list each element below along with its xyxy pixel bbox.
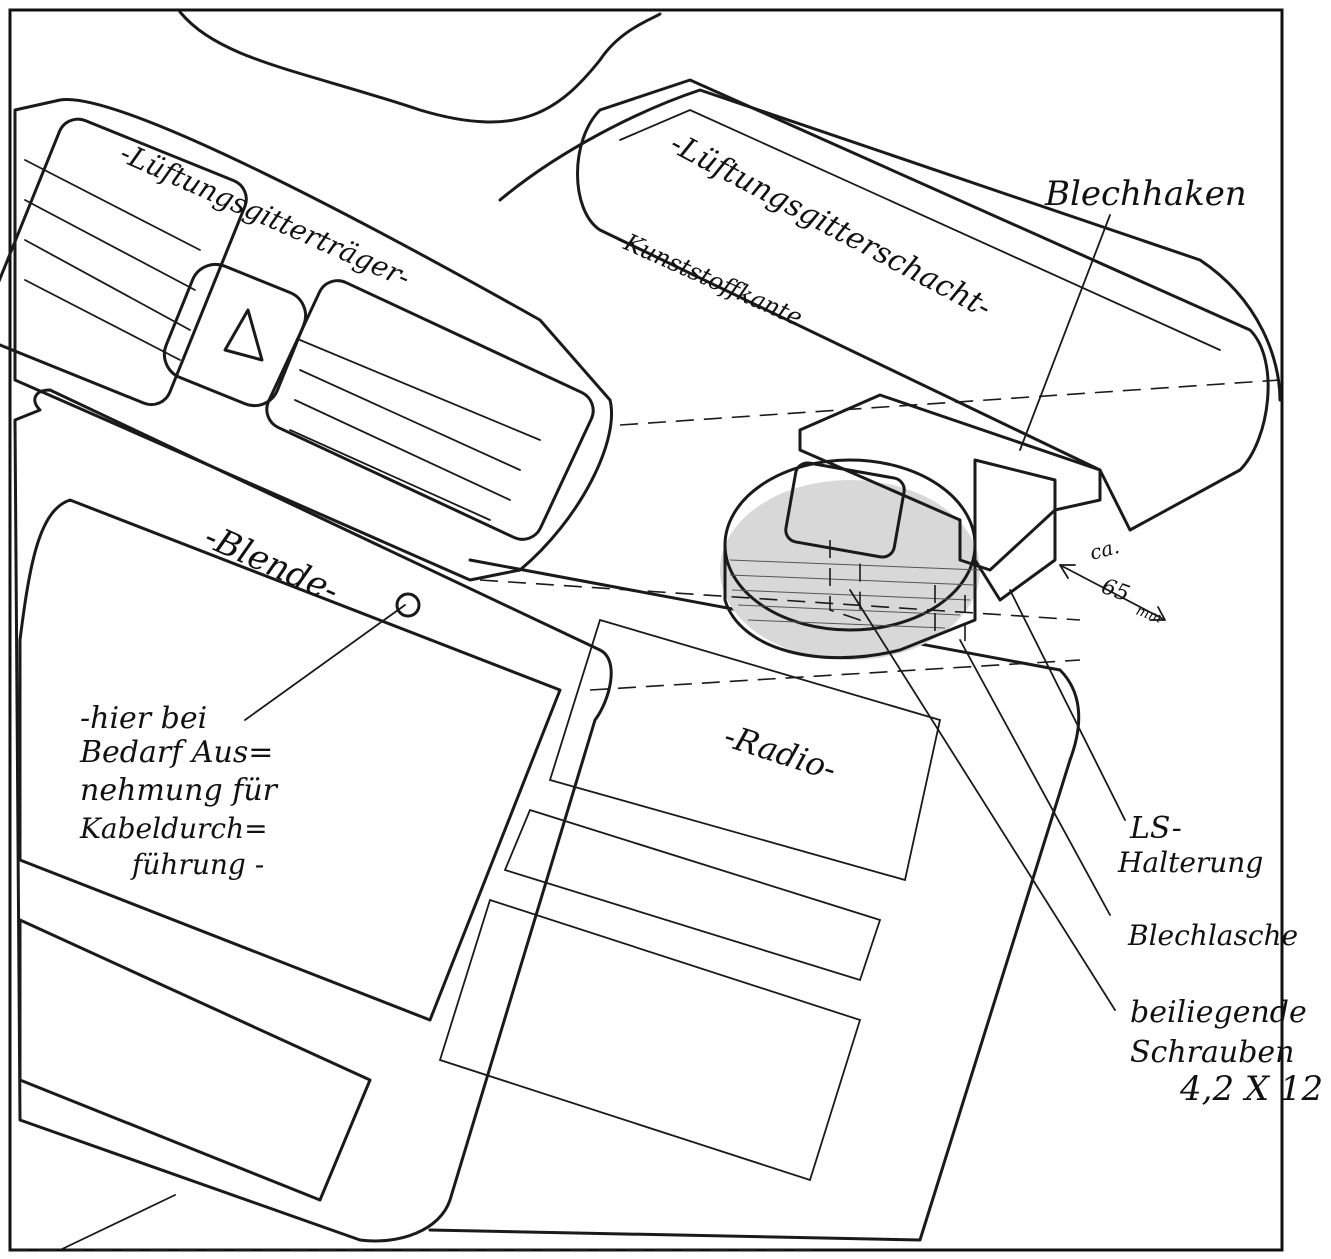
radio-slot-1	[548, 618, 942, 882]
label-sheet-hook: Blechhaken	[1044, 174, 1247, 214]
warning-triangle-icon	[223, 308, 264, 362]
note-cable-line1: -hier bei	[80, 701, 207, 736]
radio-unit	[428, 558, 1081, 1242]
vent-shaft	[576, 78, 1270, 532]
dashboard-top-edge	[498, 88, 1282, 402]
note-cable-line5: führung -	[130, 848, 264, 881]
note-cable-line3: nehmung für	[80, 773, 279, 808]
trim-panel-lower-slot	[18, 918, 372, 1202]
square-hole	[784, 461, 906, 559]
leader-sheet-hook	[1019, 214, 1111, 451]
speaker-ring-body	[723, 543, 977, 660]
right-vent-louvres	[289, 339, 541, 521]
alignment-line-3	[589, 659, 1081, 691]
leader-bottom	[59, 1194, 176, 1251]
label-ls-holder-line1: LS-	[1129, 811, 1182, 846]
leader-sheet-tab	[959, 639, 1111, 916]
label-ls-holder-line2: Halterung	[1117, 846, 1263, 879]
sheet-hook-block	[973, 458, 1057, 602]
radio-slot-3	[438, 898, 862, 1182]
trim-panel-opening	[18, 498, 562, 1022]
label-sheet-tab: Blechlasche	[1127, 919, 1298, 952]
sheet-bracket	[798, 393, 1102, 572]
note-cable-line4: Kabeldurch=	[79, 812, 268, 845]
trim-panel	[13, 388, 613, 1243]
cable-cutout-marker	[395, 592, 421, 618]
dashboard-upper-contour	[178, 10, 662, 124]
left-vent-frame	[0, 117, 248, 407]
note-cable-line2: Bedarf Aus=	[79, 735, 273, 770]
leader-screws	[849, 589, 1116, 1011]
label-screws-size: 4,2 X 12	[1179, 1069, 1323, 1109]
leader-ls-holder	[1009, 589, 1126, 821]
dimension-arrow	[1059, 564, 1166, 621]
label-screws-line2: Schrauben	[1130, 1035, 1295, 1070]
vent-grille-carrier	[13, 98, 613, 582]
screw-hidden-lines	[829, 540, 966, 650]
speaker-ring-hatch	[729, 559, 981, 629]
leader-cable-note	[244, 604, 406, 721]
right-vent-frame	[265, 279, 595, 541]
vent-shaft-inner	[619, 109, 1221, 351]
radio-slot-2	[503, 808, 882, 982]
left-vent-louvres	[24, 159, 201, 361]
alignment-line-2	[479, 579, 1081, 621]
label-screws-line1: beiliegende	[1130, 995, 1307, 1030]
